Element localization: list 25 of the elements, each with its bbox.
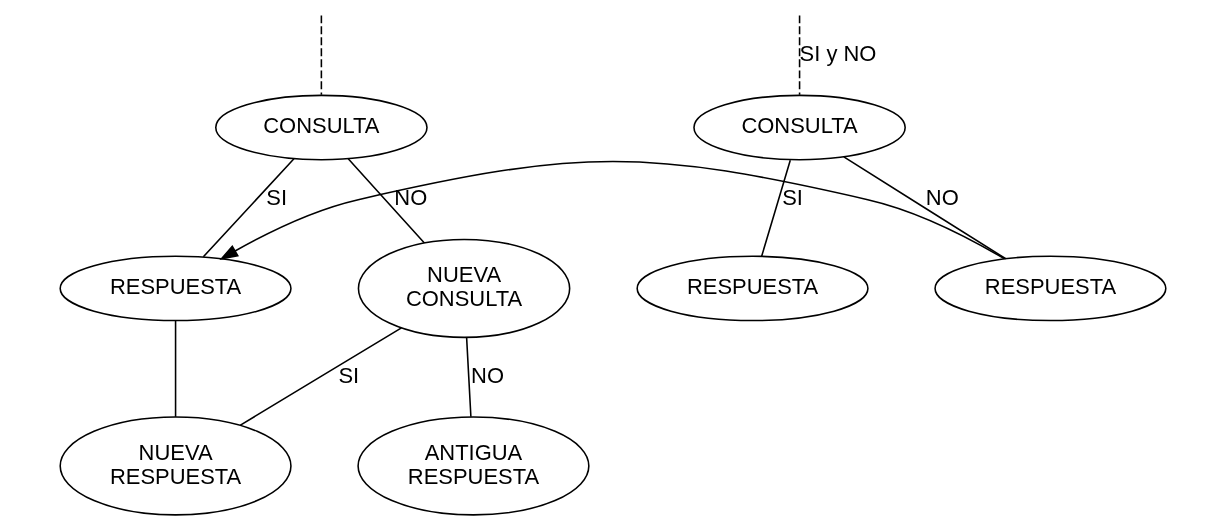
connector bbox=[346, 157, 425, 244]
node-ellipse: CONSULTA bbox=[692, 94, 906, 161]
edge-label: SI bbox=[337, 362, 359, 388]
edge-label: NO bbox=[925, 185, 959, 211]
connector bbox=[320, 14, 322, 96]
connector bbox=[760, 159, 791, 258]
edge-label: SI y NO bbox=[799, 41, 876, 67]
node-ellipse: ANTIGUA RESPUESTA bbox=[356, 416, 590, 516]
edge-label: NO bbox=[470, 362, 504, 388]
node-ellipse: RESPUESTA bbox=[933, 255, 1167, 322]
node-ellipse: RESPUESTA bbox=[635, 255, 869, 322]
node-ellipse: CONSULTA bbox=[214, 94, 428, 161]
connector bbox=[798, 14, 800, 96]
edge-label: SI bbox=[265, 185, 287, 211]
connector bbox=[238, 327, 402, 427]
connector bbox=[842, 156, 1007, 260]
edge-label: SI bbox=[781, 185, 803, 211]
arrow bbox=[218, 160, 1005, 261]
node-ellipse: RESPUESTA bbox=[58, 255, 292, 322]
connector bbox=[202, 157, 295, 258]
edge-label: NO bbox=[393, 185, 427, 211]
connector bbox=[174, 319, 176, 418]
node-ellipse: NUEVA RESPUESTA bbox=[58, 416, 292, 516]
node-ellipse: NUEVA CONSULTA bbox=[357, 238, 570, 339]
connector bbox=[465, 336, 472, 418]
